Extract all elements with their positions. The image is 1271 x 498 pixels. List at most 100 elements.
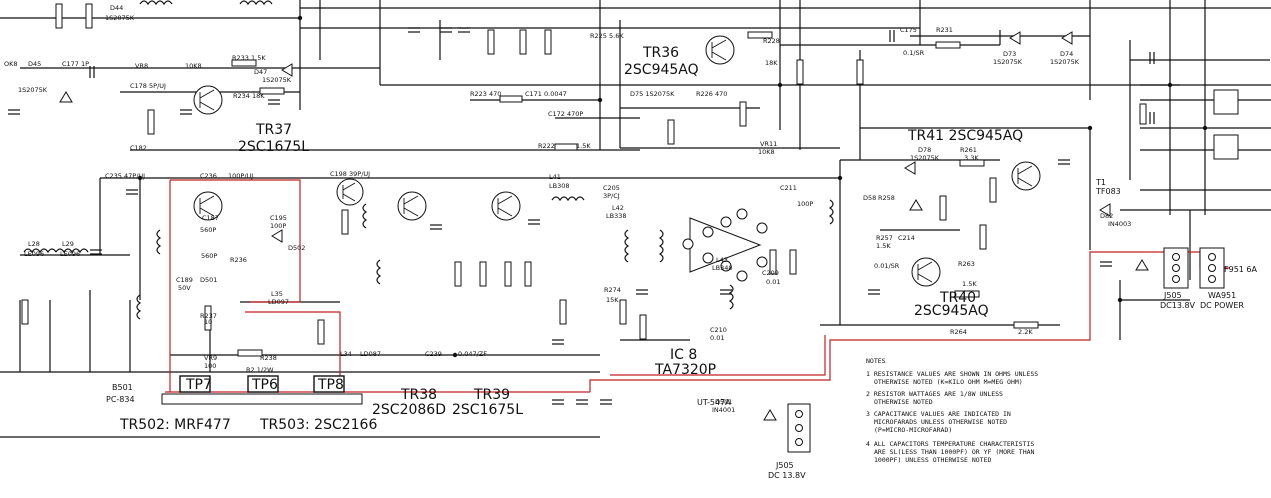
label-tr37: TR37 [255, 122, 292, 138]
component-label: LD097 [268, 298, 289, 306]
label-tp6: TP6 [251, 377, 278, 393]
label-j505-right: J505 [1163, 291, 1182, 300]
component-label: L43 [716, 256, 728, 264]
component-label: R237 [200, 312, 217, 320]
component-label: 2.2K [1018, 328, 1033, 336]
component-label: 3 CAPACITANCE VALUES ARE INDICATED IN [866, 410, 1011, 418]
component-label: 0.01 [766, 278, 780, 286]
notes-panel: NOTES 1 RESISTANCE VALUES ARE SHOWN IN O… [866, 357, 1038, 464]
component-label: 100P [270, 222, 286, 230]
label-ic8: IC 8 [670, 347, 697, 363]
component-label: C211 [780, 184, 797, 192]
component-label: 1S2075K [18, 86, 48, 94]
component-label: R2 1/2W [246, 366, 274, 374]
label-ut547a: UT-547A [697, 398, 731, 407]
component-label: L29 [62, 240, 74, 248]
component-label: C235 47P/UJ [105, 172, 145, 180]
component-label: C195 [270, 214, 287, 222]
component-label: 10 [204, 318, 212, 326]
component-label: L28 [28, 240, 40, 248]
component-label: 1S2075K [910, 154, 940, 162]
component-label: L41 [549, 173, 561, 181]
passive-components [8, 0, 1239, 453]
component-label: 4 ALL CAPACITORS TEMPERATURE CHARACTERIS… [866, 440, 1034, 448]
component-label: 2 RESISTOR WATTAGES ARE 1/8W UNLESS [866, 390, 1003, 398]
component-label: 18K [765, 59, 778, 67]
component-labels: D44 1S2075K R225 5.6K R228 18K C175 R231… [4, 4, 1131, 414]
component-label: C171 0.0047 [525, 90, 567, 98]
component-label: 1 RESISTANCE VALUES ARE SHOWN IN OHMS UN… [866, 370, 1038, 378]
component-label: C210 [710, 326, 727, 334]
component-label: C205 [603, 184, 620, 192]
label-ic8-part: TA7320P [654, 362, 716, 378]
label-tr37-part: 2SC1675L [238, 139, 309, 155]
component-label: R225 5.6K [590, 32, 624, 40]
label-dc-power: DC POWER [1200, 301, 1244, 310]
component-label: 1S2075K [105, 14, 135, 22]
component-label: 0.01 [710, 334, 724, 342]
component-label: 1S2075K [262, 76, 292, 84]
component-label: D501 [715, 398, 732, 406]
component-label: ARE SL(LESS THAN 1000PF) OR YF (MORE THA… [874, 448, 1035, 456]
component-label: 15K [606, 296, 619, 304]
component-label: C187 [202, 214, 219, 222]
component-label: D58 [863, 194, 876, 202]
transistors [193, 35, 1041, 287]
component-label: D73 [1003, 50, 1016, 58]
component-label: LE096 [24, 250, 44, 258]
component-label: 3P/CJ [603, 192, 620, 200]
component-label: OTHERWISE NOTED [874, 398, 933, 406]
component-label: OTHERWISE NOTED (K=KILO OHM M=MEG OHM) [874, 378, 1023, 386]
component-label: R234 18K [233, 92, 265, 100]
highlighted-power-traces [165, 179, 1230, 393]
label-j505-right-voltage: DC13.8V [1160, 301, 1196, 310]
component-label: R258 [878, 194, 895, 202]
label-tr38: TR38 [400, 387, 437, 403]
label-tp7: TP7 [185, 377, 212, 393]
transistor-tr37 [193, 85, 223, 115]
component-label: C175 [900, 26, 917, 34]
component-label: 1.5K [962, 280, 977, 288]
label-tr502: TR502: MRF477 [119, 417, 231, 433]
notes-title: NOTES [866, 357, 886, 365]
component-label: 0.047/ZF [458, 350, 487, 358]
component-label: C182 [130, 144, 147, 152]
label-tr38-part: 2SC2086D [372, 402, 446, 418]
component-label: LB308 [549, 182, 570, 190]
label-pc834: PC-834 [106, 395, 135, 404]
component-label: R257 [876, 234, 893, 242]
label-f9516a: F951 6A [1224, 265, 1258, 274]
component-label: R238 [260, 354, 277, 362]
component-label: 1S2075K [1050, 58, 1080, 66]
pcb-outline [161, 375, 363, 405]
component-label: R264 [950, 328, 967, 336]
component-label: R236 [230, 256, 247, 264]
component-label: R263 [958, 260, 975, 268]
component-label: R228 [763, 37, 780, 45]
component-label: D45 [28, 60, 41, 68]
component-label: D501 [200, 276, 217, 284]
label-tr41: TR41 2SC945AQ [907, 128, 1023, 144]
component-label: R222 [538, 142, 555, 150]
component-label: L42 [612, 204, 624, 212]
component-label: C214 [898, 234, 915, 242]
component-label: LD087 [360, 350, 381, 358]
component-label: 10K8 [185, 62, 202, 70]
test-point-tp8 [313, 375, 345, 393]
label-j505-bottom: J505 [775, 461, 794, 470]
label-tr503: TR503: 2SC2166 [259, 417, 377, 433]
component-label: LB338 [606, 212, 627, 220]
component-label: C172 470P [548, 110, 583, 118]
label-tr40: TR40 [939, 290, 976, 306]
component-label: D44 [110, 4, 123, 12]
component-label: L34 [340, 350, 352, 358]
component-label: 1.5K [576, 142, 591, 150]
component-label: R223 470 [470, 90, 501, 98]
label-wa951: WA951 [1208, 291, 1236, 300]
label-j505-bottom-voltage: DC 13.8V [768, 471, 806, 480]
component-label: C198 39P/UJ [330, 170, 370, 178]
component-label: 560P [200, 226, 216, 234]
transistor-tr503 [336, 178, 364, 206]
component-label: L35 [271, 290, 283, 298]
